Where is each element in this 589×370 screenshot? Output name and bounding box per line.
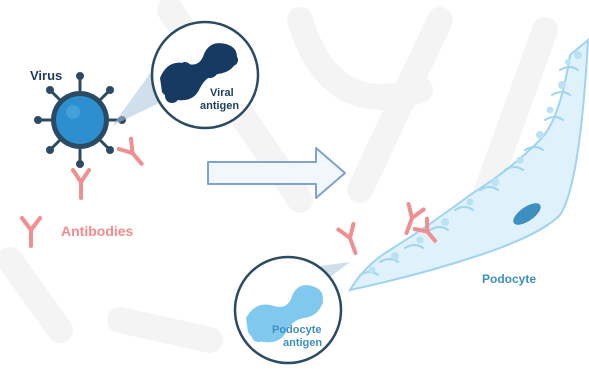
podocyte-antigen-label-line2: antigen [283, 337, 322, 349]
podocyte-label: Podocyte [482, 272, 536, 286]
antibody-icon [338, 224, 363, 256]
antibodies-label: Antibodies [61, 223, 134, 239]
antibody-icon [73, 170, 89, 198]
viral-antigen-label-line2: antigen [200, 100, 239, 112]
antibody-icon [22, 218, 40, 246]
virus-icon [34, 72, 126, 168]
virus-label: Virus [30, 68, 62, 83]
podocyte-antigen-label-line1: Podocyte [272, 324, 322, 336]
antibody-icon [119, 139, 148, 169]
viral-antigen-label-line1: Viral [210, 87, 234, 99]
viral-antigen-bubble: Viral antigen [152, 22, 258, 128]
podocyte-antigen-bubble: Podocyte antigen [235, 257, 341, 363]
